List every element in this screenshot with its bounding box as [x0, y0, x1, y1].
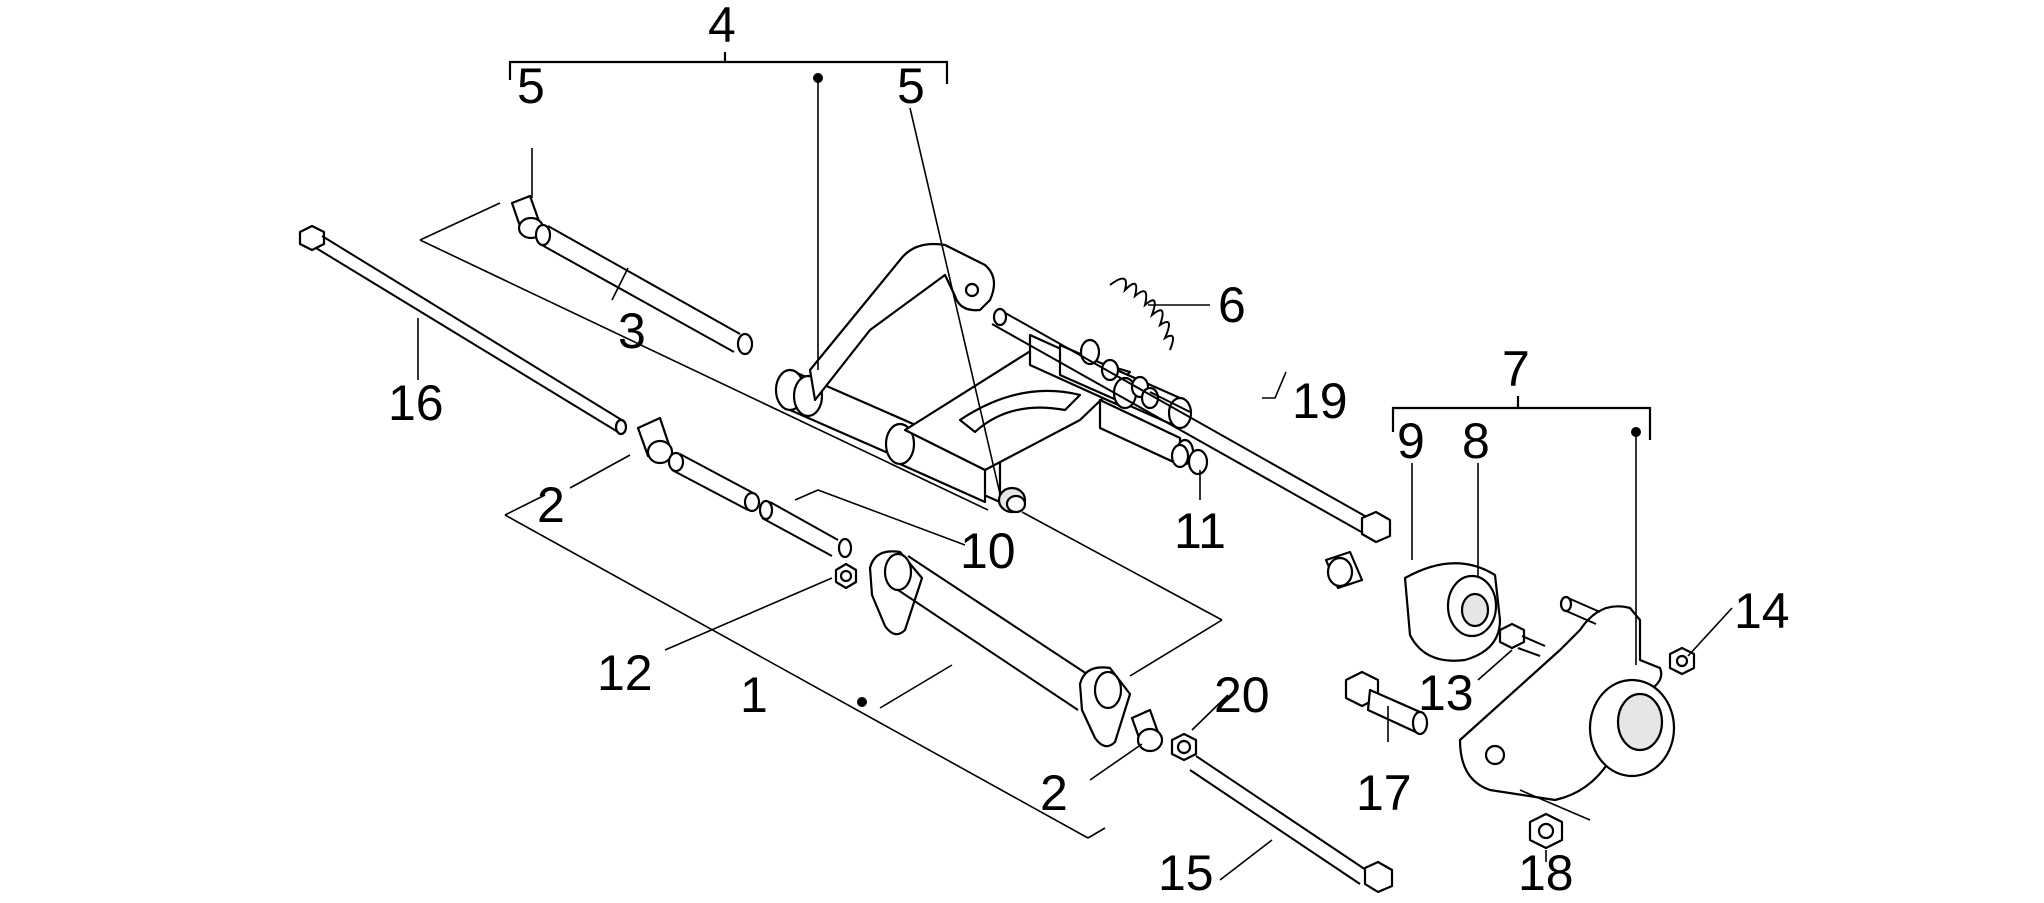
bracket-group-7 — [1391, 396, 1652, 665]
callout-11: 11 — [1174, 503, 1226, 559]
part-8-rubber-mount — [1403, 562, 1502, 662]
callout-5-right: 5 — [897, 58, 925, 114]
callout-18: 18 — [1518, 845, 1574, 901]
callout-1: 1 — [740, 667, 768, 723]
part-20-nut — [1170, 732, 1198, 762]
part-15-bolt — [1189, 755, 1394, 894]
callout-9: 9 — [1397, 413, 1425, 469]
callout-12: 12 — [597, 645, 653, 701]
part-16-long-bolt — [298, 224, 628, 436]
part-11-ring — [1170, 443, 1209, 476]
part-19-bolt — [991, 307, 1392, 544]
callout-labels: 1 2 2 3 4 5 5 6 7 8 9 10 11 12 13 14 15 … — [388, 0, 1790, 901]
part-9-bushing — [1324, 550, 1364, 590]
part-1-pivot-tube — [834, 550, 1132, 748]
part-13-stud — [1498, 622, 1546, 657]
callout-20: 20 — [1214, 667, 1270, 723]
callout-19: 19 — [1292, 373, 1348, 429]
part-2-bushing-right — [1130, 708, 1164, 753]
part-4-swing-arm — [774, 242, 1195, 514]
callout-8: 8 — [1462, 413, 1490, 469]
assembly-outline-lower — [1021, 511, 1223, 677]
assembly-outline-part-1 — [504, 489, 1106, 839]
part-17-bolt — [1344, 670, 1429, 736]
part-2-bushing-left — [636, 416, 674, 465]
callout-14: 14 — [1734, 583, 1790, 639]
callout-5-left: 5 — [517, 58, 545, 114]
callout-17: 17 — [1356, 765, 1412, 821]
callout-3: 3 — [618, 303, 646, 359]
callout-7: 7 — [1502, 341, 1530, 397]
assembly-outline-upper — [419, 202, 989, 511]
callout-15: 15 — [1158, 845, 1214, 901]
part-14-nut — [1668, 646, 1696, 676]
callout-16: 16 — [388, 375, 444, 431]
callout-13: 13 — [1418, 665, 1474, 721]
callout-4: 4 — [708, 0, 736, 53]
leader-lines — [417, 107, 1733, 881]
part-18-nut — [1519, 789, 1591, 850]
part-10-spacer — [667, 451, 853, 559]
bracket-group-4 — [508, 52, 949, 370]
part-3-pin — [534, 223, 754, 356]
part-7-bracket — [1458, 595, 1676, 802]
callout-6: 6 — [1218, 277, 1246, 333]
callout-2-left: 2 — [537, 477, 565, 533]
callout-2-right: 2 — [1040, 765, 1068, 821]
part-6-spring — [1109, 277, 1175, 351]
callout-10: 10 — [960, 523, 1016, 579]
